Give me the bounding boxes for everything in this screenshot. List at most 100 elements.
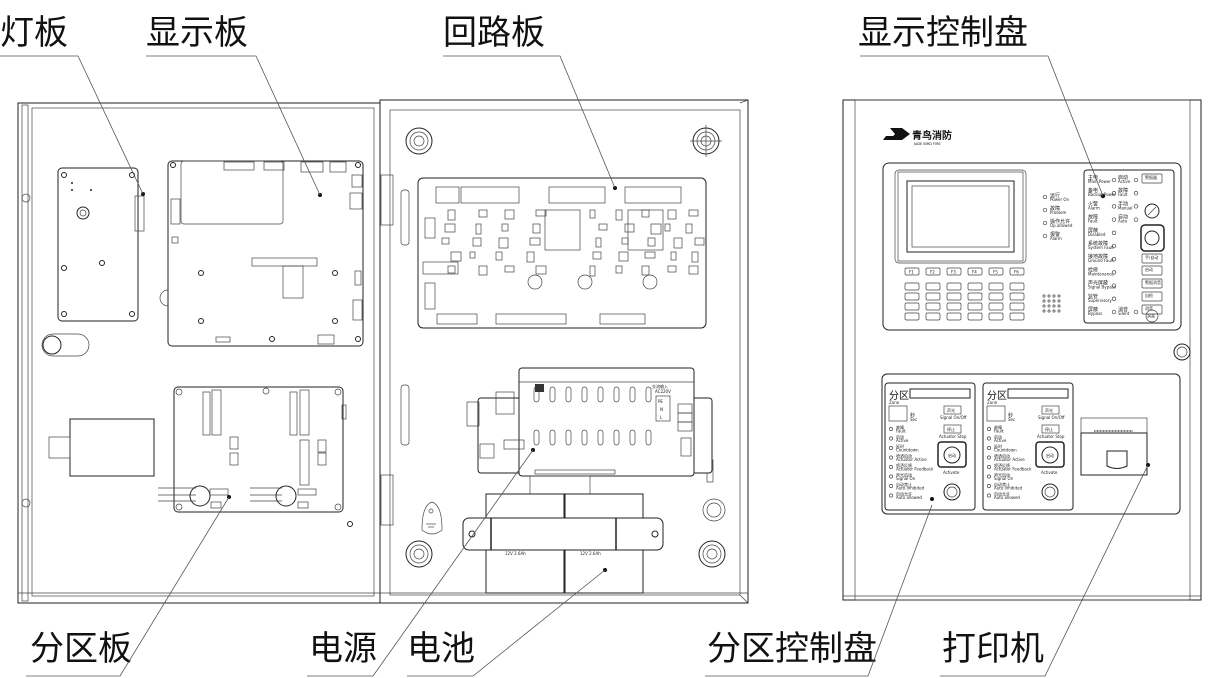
signal-button[interactable]	[1041, 405, 1060, 415]
zone-led-label-en: Active	[994, 438, 1007, 443]
stop-button[interactable]	[943, 424, 962, 434]
function-key-f4[interactable]	[967, 267, 983, 276]
callout-battery: 电池	[407, 569, 606, 677]
seconds-label: 秒	[1008, 412, 1013, 419]
keypad-key[interactable]	[988, 282, 1004, 291]
function-key-f3[interactable]	[946, 267, 962, 276]
callout-anchor	[930, 497, 934, 501]
activate-button[interactable]	[943, 446, 961, 464]
indicator-label: 启动	[1118, 174, 1128, 181]
battery-2-spec: 12V 2.6Ah	[580, 551, 601, 556]
smd-component	[504, 209, 515, 220]
panel-button[interactable]	[1141, 173, 1163, 184]
keypad-key[interactable]	[988, 292, 1004, 301]
function-key-label: F5	[993, 270, 998, 275]
smd-component	[504, 265, 515, 273]
keypad-key[interactable]	[904, 312, 920, 321]
function-key-f1[interactable]	[904, 267, 920, 276]
vent-slot	[629, 386, 636, 403]
key-switch-icon[interactable]	[943, 483, 961, 501]
keypad-key[interactable]	[1009, 282, 1025, 291]
keypad-key[interactable]	[904, 292, 920, 301]
panel-button[interactable]	[1141, 253, 1163, 264]
keypad-key[interactable]	[925, 282, 941, 291]
activate-button[interactable]	[1041, 446, 1059, 464]
key-lock-icon[interactable]	[1173, 343, 1191, 361]
smd-component	[618, 251, 629, 262]
key-switch-icon[interactable]	[1041, 483, 1059, 501]
keypad-key[interactable]	[1009, 292, 1025, 301]
indicator-led-icon	[1111, 217, 1117, 222]
keypad-key[interactable]	[967, 312, 983, 321]
smd-component	[475, 223, 482, 235]
keypad-key[interactable]	[904, 302, 920, 311]
indicator-label: 故障	[1118, 187, 1128, 194]
psu-input-label: 交流输入	[652, 383, 668, 389]
smd-component	[667, 209, 677, 220]
zone-led-label: 延时	[896, 443, 904, 449]
zone-label: 分区	[889, 390, 909, 402]
signal-button[interactable]	[943, 405, 962, 415]
keypad-key[interactable]	[925, 292, 941, 301]
panel-button[interactable]	[1141, 278, 1163, 289]
smd-component	[478, 265, 488, 276]
smd-component	[647, 237, 656, 247]
panel-button[interactable]	[1141, 291, 1163, 302]
keypad-key[interactable]	[967, 292, 983, 301]
keypad-key[interactable]	[988, 312, 1004, 321]
button-label: 消音	[1145, 305, 1153, 311]
brand-logo: 青鸟消防 JADE BIRD FIRE	[883, 128, 952, 146]
keypad-key[interactable]	[967, 302, 983, 311]
indicator-label-en: Manual	[1118, 205, 1133, 210]
speaker-hole	[1042, 304, 1046, 308]
keypad-key[interactable]	[988, 302, 1004, 311]
zone-led-icon	[987, 474, 991, 479]
status-led-label: 故障	[1050, 205, 1060, 212]
activate-button-guard[interactable]	[937, 441, 967, 468]
panel-button[interactable]	[1141, 265, 1163, 276]
indicator-led-icon	[1111, 191, 1117, 196]
smd-component	[535, 209, 547, 217]
zone-led-icon	[987, 427, 991, 431]
indicator-led-icon	[1133, 191, 1139, 196]
keypad-key[interactable]	[904, 282, 920, 291]
smd-component	[447, 209, 456, 221]
activate-button-guard[interactable]	[1035, 441, 1065, 468]
status-led-label-en: Op.allowed	[1050, 223, 1073, 228]
smd-component	[691, 251, 699, 263]
silence-button[interactable]	[1145, 309, 1159, 323]
speaker-hole	[1057, 309, 1061, 313]
terminal-l: L	[660, 415, 663, 420]
keypad-key[interactable]	[1009, 312, 1025, 321]
zone-led-label-en: Fault	[896, 429, 906, 434]
light-board	[57, 167, 145, 322]
indicator-label: 屏蔽	[1088, 306, 1098, 313]
key-switch-inner	[1044, 486, 1056, 498]
keypad-key[interactable]	[946, 312, 962, 321]
function-key-label: F4	[972, 270, 977, 275]
stop-button[interactable]	[1041, 424, 1060, 434]
keypad-key[interactable]	[967, 282, 983, 291]
keypad-key[interactable]	[925, 312, 941, 321]
keypad-key[interactable]	[946, 282, 962, 291]
keypad-key[interactable]	[925, 302, 941, 311]
zone-led-label-en: Auto allowed	[896, 495, 922, 500]
indicator-label: 故障	[1088, 214, 1098, 221]
indicator-label: 屏蔽	[1088, 227, 1098, 234]
smd-component	[498, 237, 509, 249]
keypad-key[interactable]	[946, 302, 962, 311]
function-key-f5[interactable]	[988, 267, 1004, 276]
printer	[1080, 417, 1150, 476]
panel-button[interactable]	[1141, 304, 1163, 315]
function-key-label: F2	[930, 270, 935, 275]
function-key-f2[interactable]	[925, 267, 941, 276]
activate-button-key: 启动	[1046, 452, 1054, 458]
keypad-key[interactable]	[1009, 302, 1025, 311]
function-key-f6[interactable]	[1009, 267, 1025, 276]
callout-label: 分区控制盘	[707, 629, 877, 669]
status-led-label-en: Alarm	[1050, 236, 1062, 241]
display-board	[159, 160, 364, 347]
keypad-key[interactable]	[946, 292, 962, 301]
